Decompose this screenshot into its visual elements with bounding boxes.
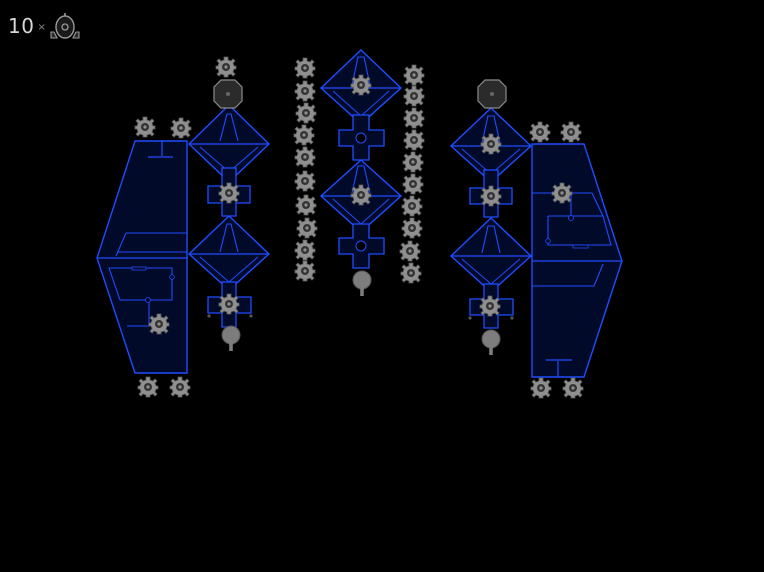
cog-turret-icon[interactable] (481, 329, 501, 356)
gear-icon[interactable] (294, 260, 316, 282)
gear-icon[interactable] (480, 133, 502, 155)
gear-icon[interactable] (562, 377, 584, 399)
ship-icon (50, 13, 80, 39)
gear-icon[interactable] (403, 85, 425, 107)
gear-icon[interactable] (295, 194, 317, 216)
gear-icon[interactable] (294, 239, 316, 261)
gear-icon[interactable] (403, 129, 425, 151)
gear-icon[interactable] (480, 185, 502, 207)
gear-icon[interactable] (401, 217, 423, 239)
lives-counter: 10 × (8, 10, 81, 42)
gear-icon[interactable] (215, 56, 237, 78)
gear-icon[interactable] (137, 376, 159, 398)
right-wing (531, 143, 623, 378)
octagon-pod-icon[interactable] (213, 79, 243, 109)
gear-icon[interactable] (293, 124, 315, 146)
gear-icon[interactable] (294, 80, 316, 102)
gear-icon[interactable] (218, 293, 240, 315)
gear-icon[interactable] (560, 121, 582, 143)
gear-icon[interactable] (551, 182, 573, 204)
cog-turret-icon[interactable] (352, 270, 372, 297)
lives-count: 10 (8, 14, 35, 38)
gear-icon[interactable] (400, 262, 422, 284)
gear-icon[interactable] (399, 240, 421, 262)
gear-icon[interactable] (218, 182, 240, 204)
gear-icon[interactable] (403, 107, 425, 129)
multiplier-symbol: × (37, 21, 46, 33)
gear-icon[interactable] (479, 295, 501, 317)
gear-icon[interactable] (401, 195, 423, 217)
gear-icon[interactable] (402, 173, 424, 195)
cog-turret-icon[interactable] (221, 325, 241, 352)
gear-icon[interactable] (148, 313, 170, 335)
gear-icon[interactable] (530, 377, 552, 399)
gear-icon[interactable] (294, 170, 316, 192)
gear-icon[interactable] (170, 117, 192, 139)
gear-icon[interactable] (296, 217, 318, 239)
gear-icon[interactable] (350, 74, 372, 96)
gear-icon[interactable] (529, 121, 551, 143)
gear-icon[interactable] (134, 116, 156, 138)
gear-icon[interactable] (294, 57, 316, 79)
gear-icon[interactable] (402, 151, 424, 173)
gear-icon[interactable] (295, 102, 317, 124)
gear-icon[interactable] (169, 376, 191, 398)
gear-icon[interactable] (294, 146, 316, 168)
octagon-pod-icon[interactable] (477, 79, 507, 109)
gear-icon[interactable] (403, 64, 425, 86)
left-wing (96, 140, 188, 374)
gear-icon[interactable] (350, 184, 372, 206)
